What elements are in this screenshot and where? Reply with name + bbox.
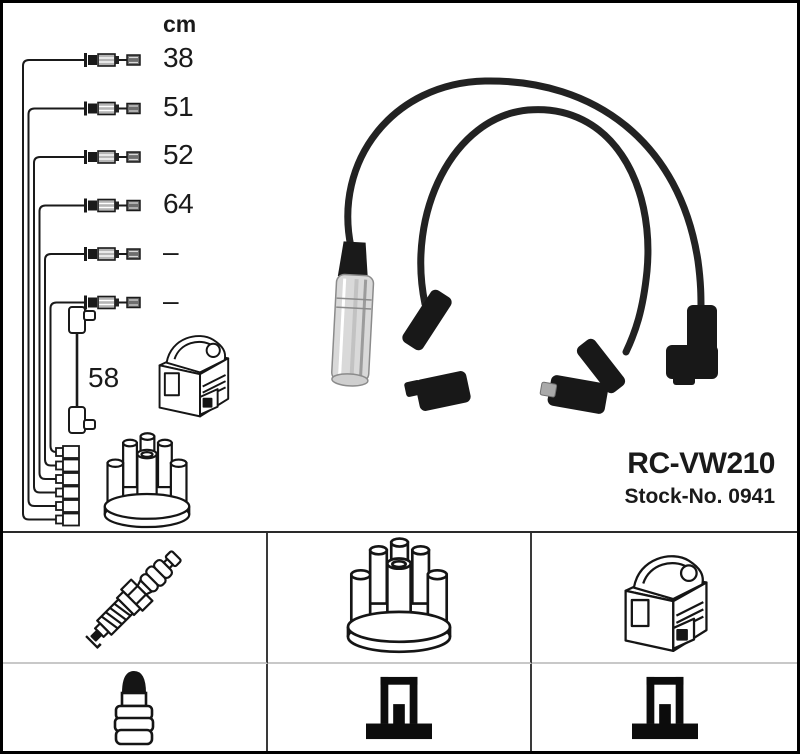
measurement-diagram	[22, 52, 230, 529]
angled-boot-2	[539, 338, 626, 414]
cables	[344, 77, 705, 356]
ignition-coil-icon	[624, 554, 708, 652]
length-label-2: 51	[163, 91, 194, 122]
cable-icon	[73, 246, 141, 262]
unit-label: cm	[163, 11, 197, 37]
distributor-terminals	[55, 445, 80, 527]
grid-cell-spark-plug	[3, 533, 268, 664]
length-label-3: 52	[163, 139, 194, 170]
cable-icon	[73, 149, 141, 165]
distributor-cap-illustration	[103, 432, 191, 529]
length-label-5: –	[163, 236, 179, 267]
angled-boot-1	[402, 289, 471, 411]
cable-icon	[73, 100, 141, 117]
grid-cell-din-terminal-1	[267, 664, 533, 751]
cable-a	[344, 77, 705, 313]
distributor-cap-icon	[346, 536, 452, 653]
part-number-block: RC-VW210 Stock-No. 0941	[624, 447, 775, 508]
spark-plug-icon	[79, 543, 189, 653]
grid-cell-ignition-coil	[532, 533, 797, 664]
din-terminal-icon	[365, 676, 432, 739]
coil-wire	[68, 306, 96, 434]
cable-icon	[73, 52, 141, 68]
cable-rows	[73, 52, 141, 311]
terminal-nut-icon	[114, 670, 155, 745]
length-label-6: –	[163, 285, 179, 316]
grid-cell-distributor-cap	[267, 533, 533, 664]
coil-cable-length-label: 58	[88, 362, 120, 393]
length-label-4: 64	[163, 188, 194, 219]
parts-grid	[3, 531, 797, 751]
metal-spark-plug-boot	[331, 241, 375, 387]
stock-number: Stock-No. 0941	[624, 485, 775, 508]
part-number: RC-VW210	[627, 447, 775, 480]
bracket-lines	[22, 59, 73, 521]
ignition-coil-illustration	[158, 335, 230, 418]
product-photo	[331, 77, 718, 414]
din-terminal-icon	[631, 676, 698, 739]
length-label-1: 38	[163, 42, 194, 73]
cable-icon	[73, 197, 141, 214]
grid-cell-din-terminal-2	[532, 664, 797, 751]
grid-cell-terminal-nut	[3, 664, 268, 751]
angled-boot-3	[666, 305, 718, 385]
cable-b	[417, 106, 652, 356]
